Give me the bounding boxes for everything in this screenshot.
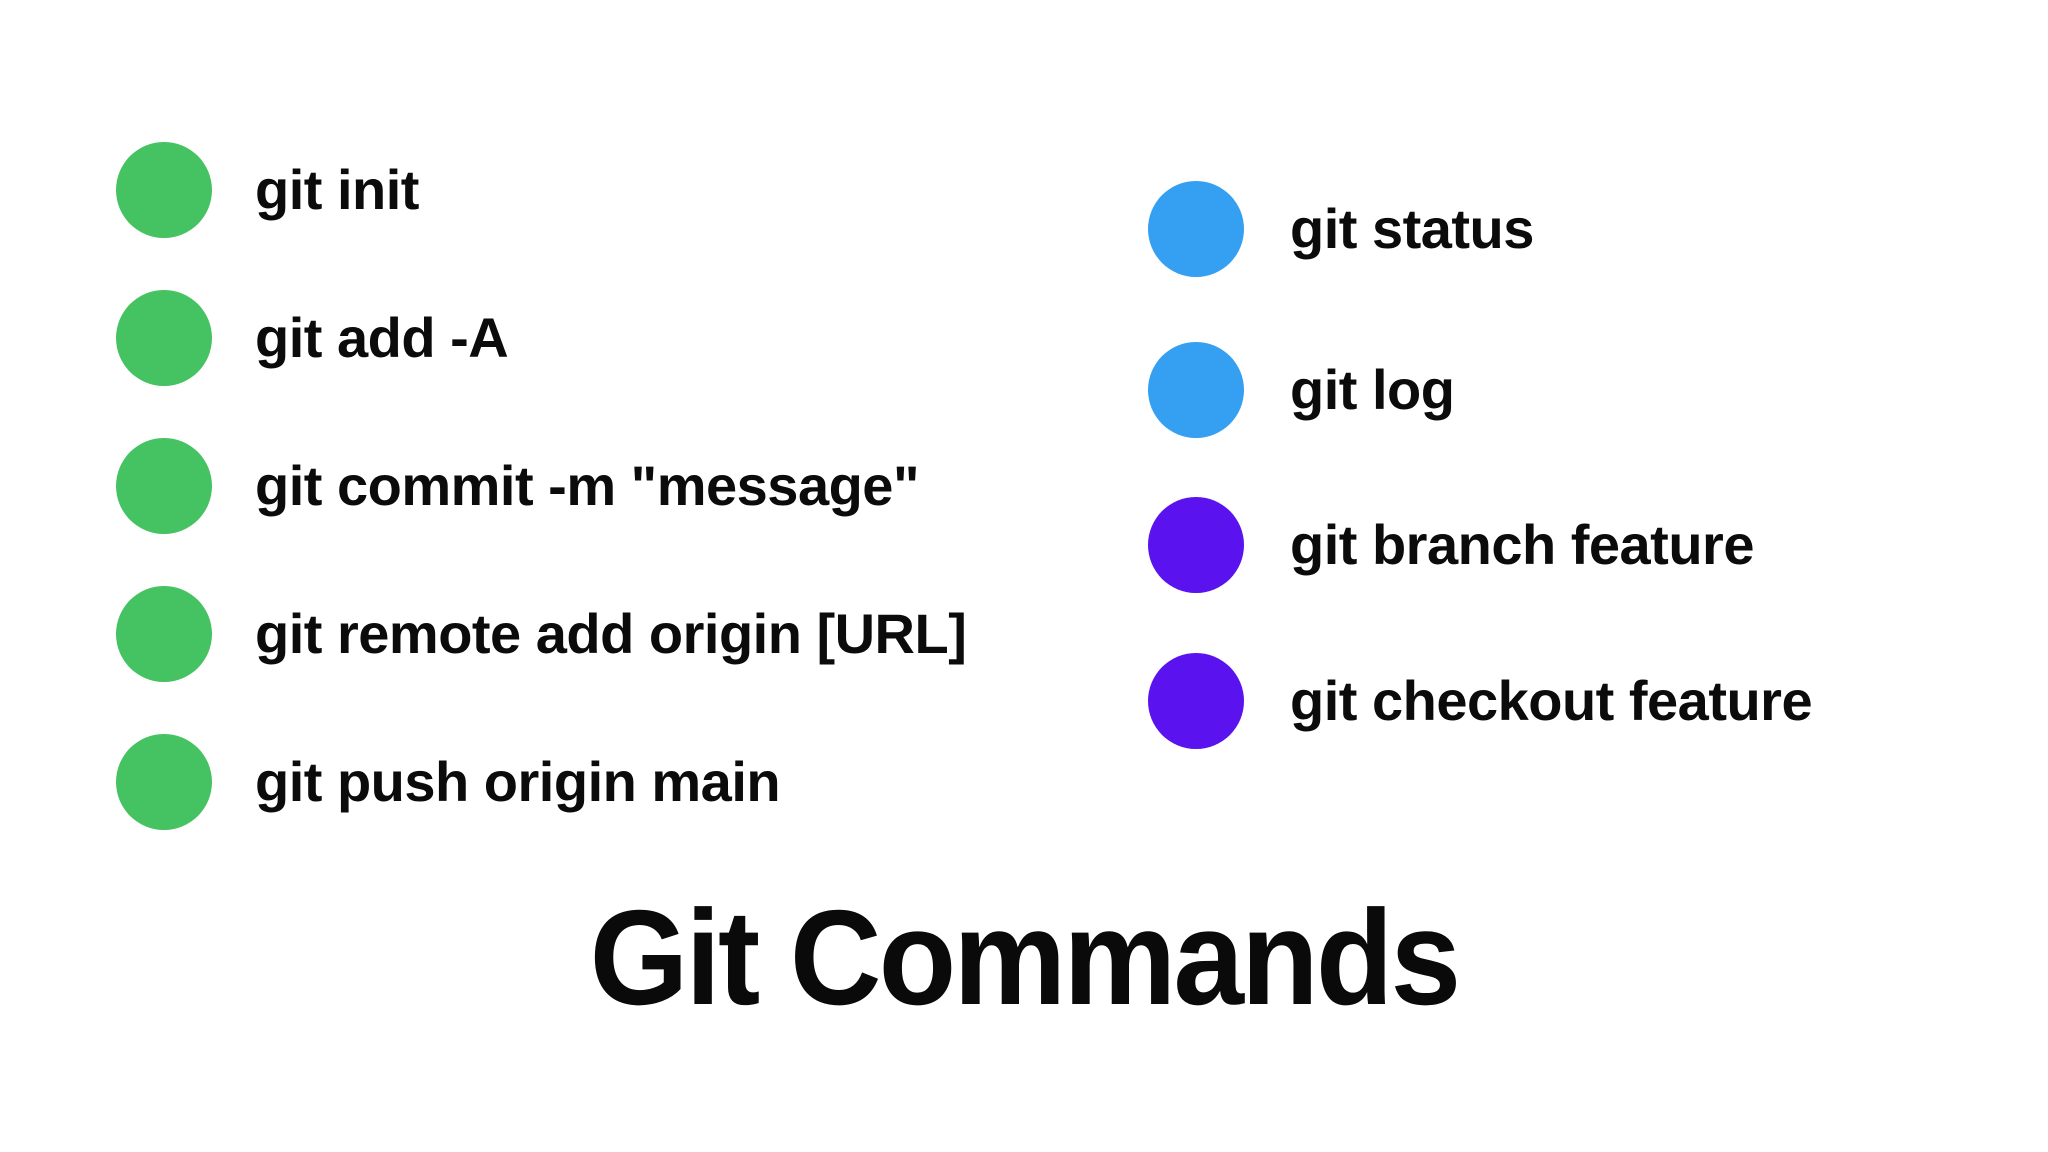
command-list-right: git status git log git branch feature gi… — [1148, 148, 1813, 781]
command-row[interactable]: git push origin main — [116, 708, 966, 856]
bullet-circle-green-icon — [116, 290, 212, 386]
command-row[interactable]: git remote add origin [URL] — [116, 560, 967, 708]
command-row[interactable]: git commit -m "message" — [116, 412, 966, 560]
command-label: git remote add origin [URL] — [255, 602, 967, 665]
bullet-circle-green-icon — [116, 438, 212, 534]
command-label: git status — [1290, 196, 1534, 260]
command-list-left: git init git add -A git commit -m "messa… — [116, 116, 967, 856]
bullet-circle-blue-icon — [1148, 341, 1244, 438]
command-row[interactable]: git branch feature — [1148, 470, 1812, 620]
command-row[interactable]: git add -A — [116, 264, 966, 412]
command-label: git checkout feature — [1290, 668, 1813, 732]
command-label: git commit -m "message" — [255, 454, 920, 517]
command-label: git log — [1290, 357, 1455, 421]
bullet-circle-green-icon — [116, 142, 212, 238]
command-row[interactable]: git log — [1148, 309, 1812, 470]
bullet-circle-green-icon — [116, 586, 212, 682]
command-label: git push origin main — [255, 750, 781, 813]
bullet-circle-purple-icon — [1148, 497, 1244, 593]
command-label: git init — [255, 158, 419, 221]
command-label: git branch feature — [1290, 513, 1754, 576]
page-title: Git Commands — [589, 882, 1461, 1033]
command-label: git add -A — [255, 306, 509, 369]
bullet-circle-blue-icon — [1148, 180, 1244, 277]
command-row[interactable]: git init — [116, 116, 966, 264]
command-row[interactable]: git checkout feature — [1148, 620, 1813, 781]
bullet-circle-green-icon — [116, 734, 212, 830]
bullet-circle-purple-icon — [1148, 652, 1244, 749]
command-row[interactable]: git status — [1148, 148, 1812, 309]
